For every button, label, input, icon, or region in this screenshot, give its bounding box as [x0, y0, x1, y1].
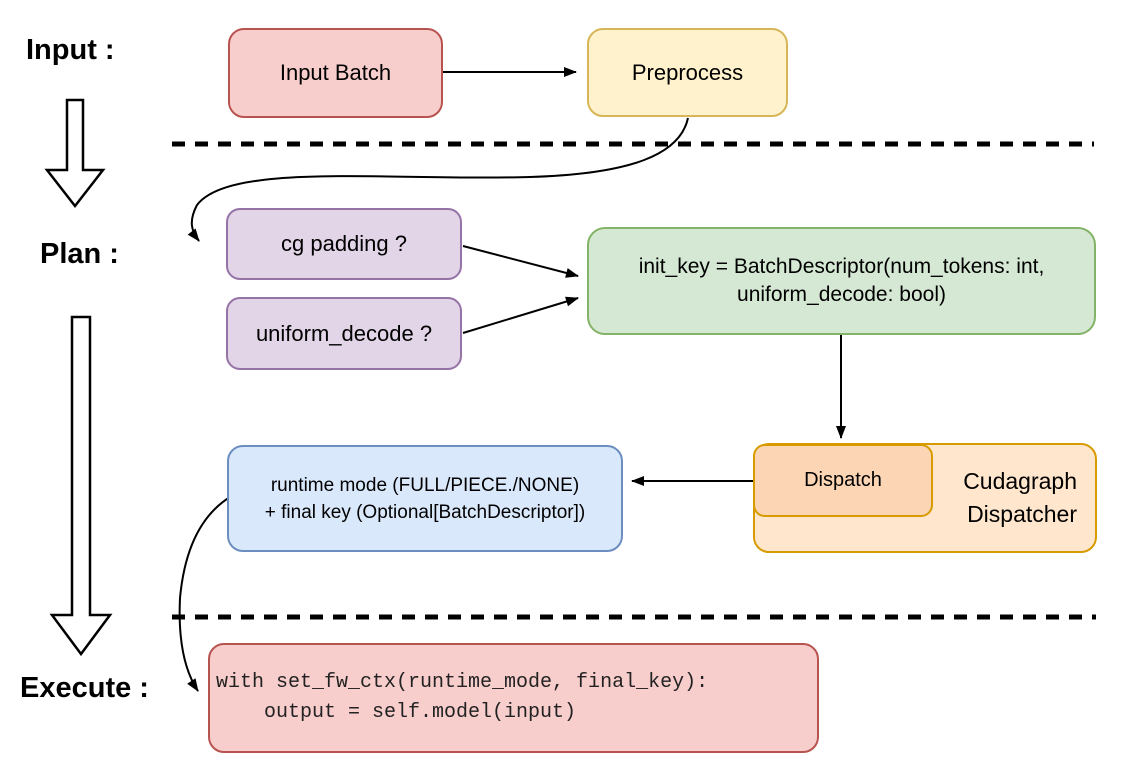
input-batch-node: Input Batch — [228, 28, 443, 118]
preprocess-node: Preprocess — [587, 28, 788, 117]
cudagraph-dispatcher-line1: Cudagraph — [963, 468, 1077, 494]
runtime-result-line1: runtime mode (FULL/PIECE./NONE) — [270, 474, 580, 496]
dispatch-node: Dispatch — [753, 444, 933, 517]
init-key-line2: uniform_decode: bool) — [737, 283, 946, 306]
runtime-result-line2: + final key (Optional[BatchDescriptor]) — [264, 501, 586, 523]
arrow-runtime-result-to-execute-code — [178, 496, 231, 692]
uniform-decode-node: uniform_decode ? — [226, 297, 462, 370]
arrow-uniform-decode-to-init-key — [462, 296, 579, 334]
stage-label-execute: Execute : — [20, 672, 149, 704]
execute-code-line1: with set_fw_ctx(runtime_mode, final_key)… — [216, 671, 709, 694]
dispatch-label: Dispatch — [804, 469, 882, 491]
stage-label-input: Input : — [26, 34, 115, 66]
execute-code-node: with set_fw_ctx(runtime_mode, final_key)… — [208, 643, 819, 753]
cg-padding-label: cg padding ? — [281, 231, 407, 256]
stage-label-plan: Plan : — [40, 238, 119, 270]
arrow-preprocess-to-cg-padding — [187, 117, 689, 242]
init-key-line1: init_key = BatchDescriptor(num_tokens: i… — [638, 255, 1045, 278]
arrow-cg-padding-to-init-key — [462, 245, 579, 278]
cg-padding-node: cg padding ? — [226, 208, 462, 280]
preprocess-label: Preprocess — [631, 59, 744, 85]
uniform-decode-label: uniform_decode ? — [255, 320, 433, 346]
stage-arrow-plan-to-execute-icon — [49, 315, 113, 657]
stage-arrow-input-to-plan-icon — [44, 98, 106, 209]
execute-code-line2: output = self.model(input) — [216, 701, 577, 724]
runtime-result-node: runtime mode (FULL/PIECE./NONE) + final … — [227, 445, 623, 552]
init-key-node: init_key = BatchDescriptor(num_tokens: i… — [587, 227, 1096, 335]
cudagraph-dispatcher-line2: Dispatcher — [967, 501, 1077, 527]
input-batch-label: Input Batch — [279, 60, 392, 85]
